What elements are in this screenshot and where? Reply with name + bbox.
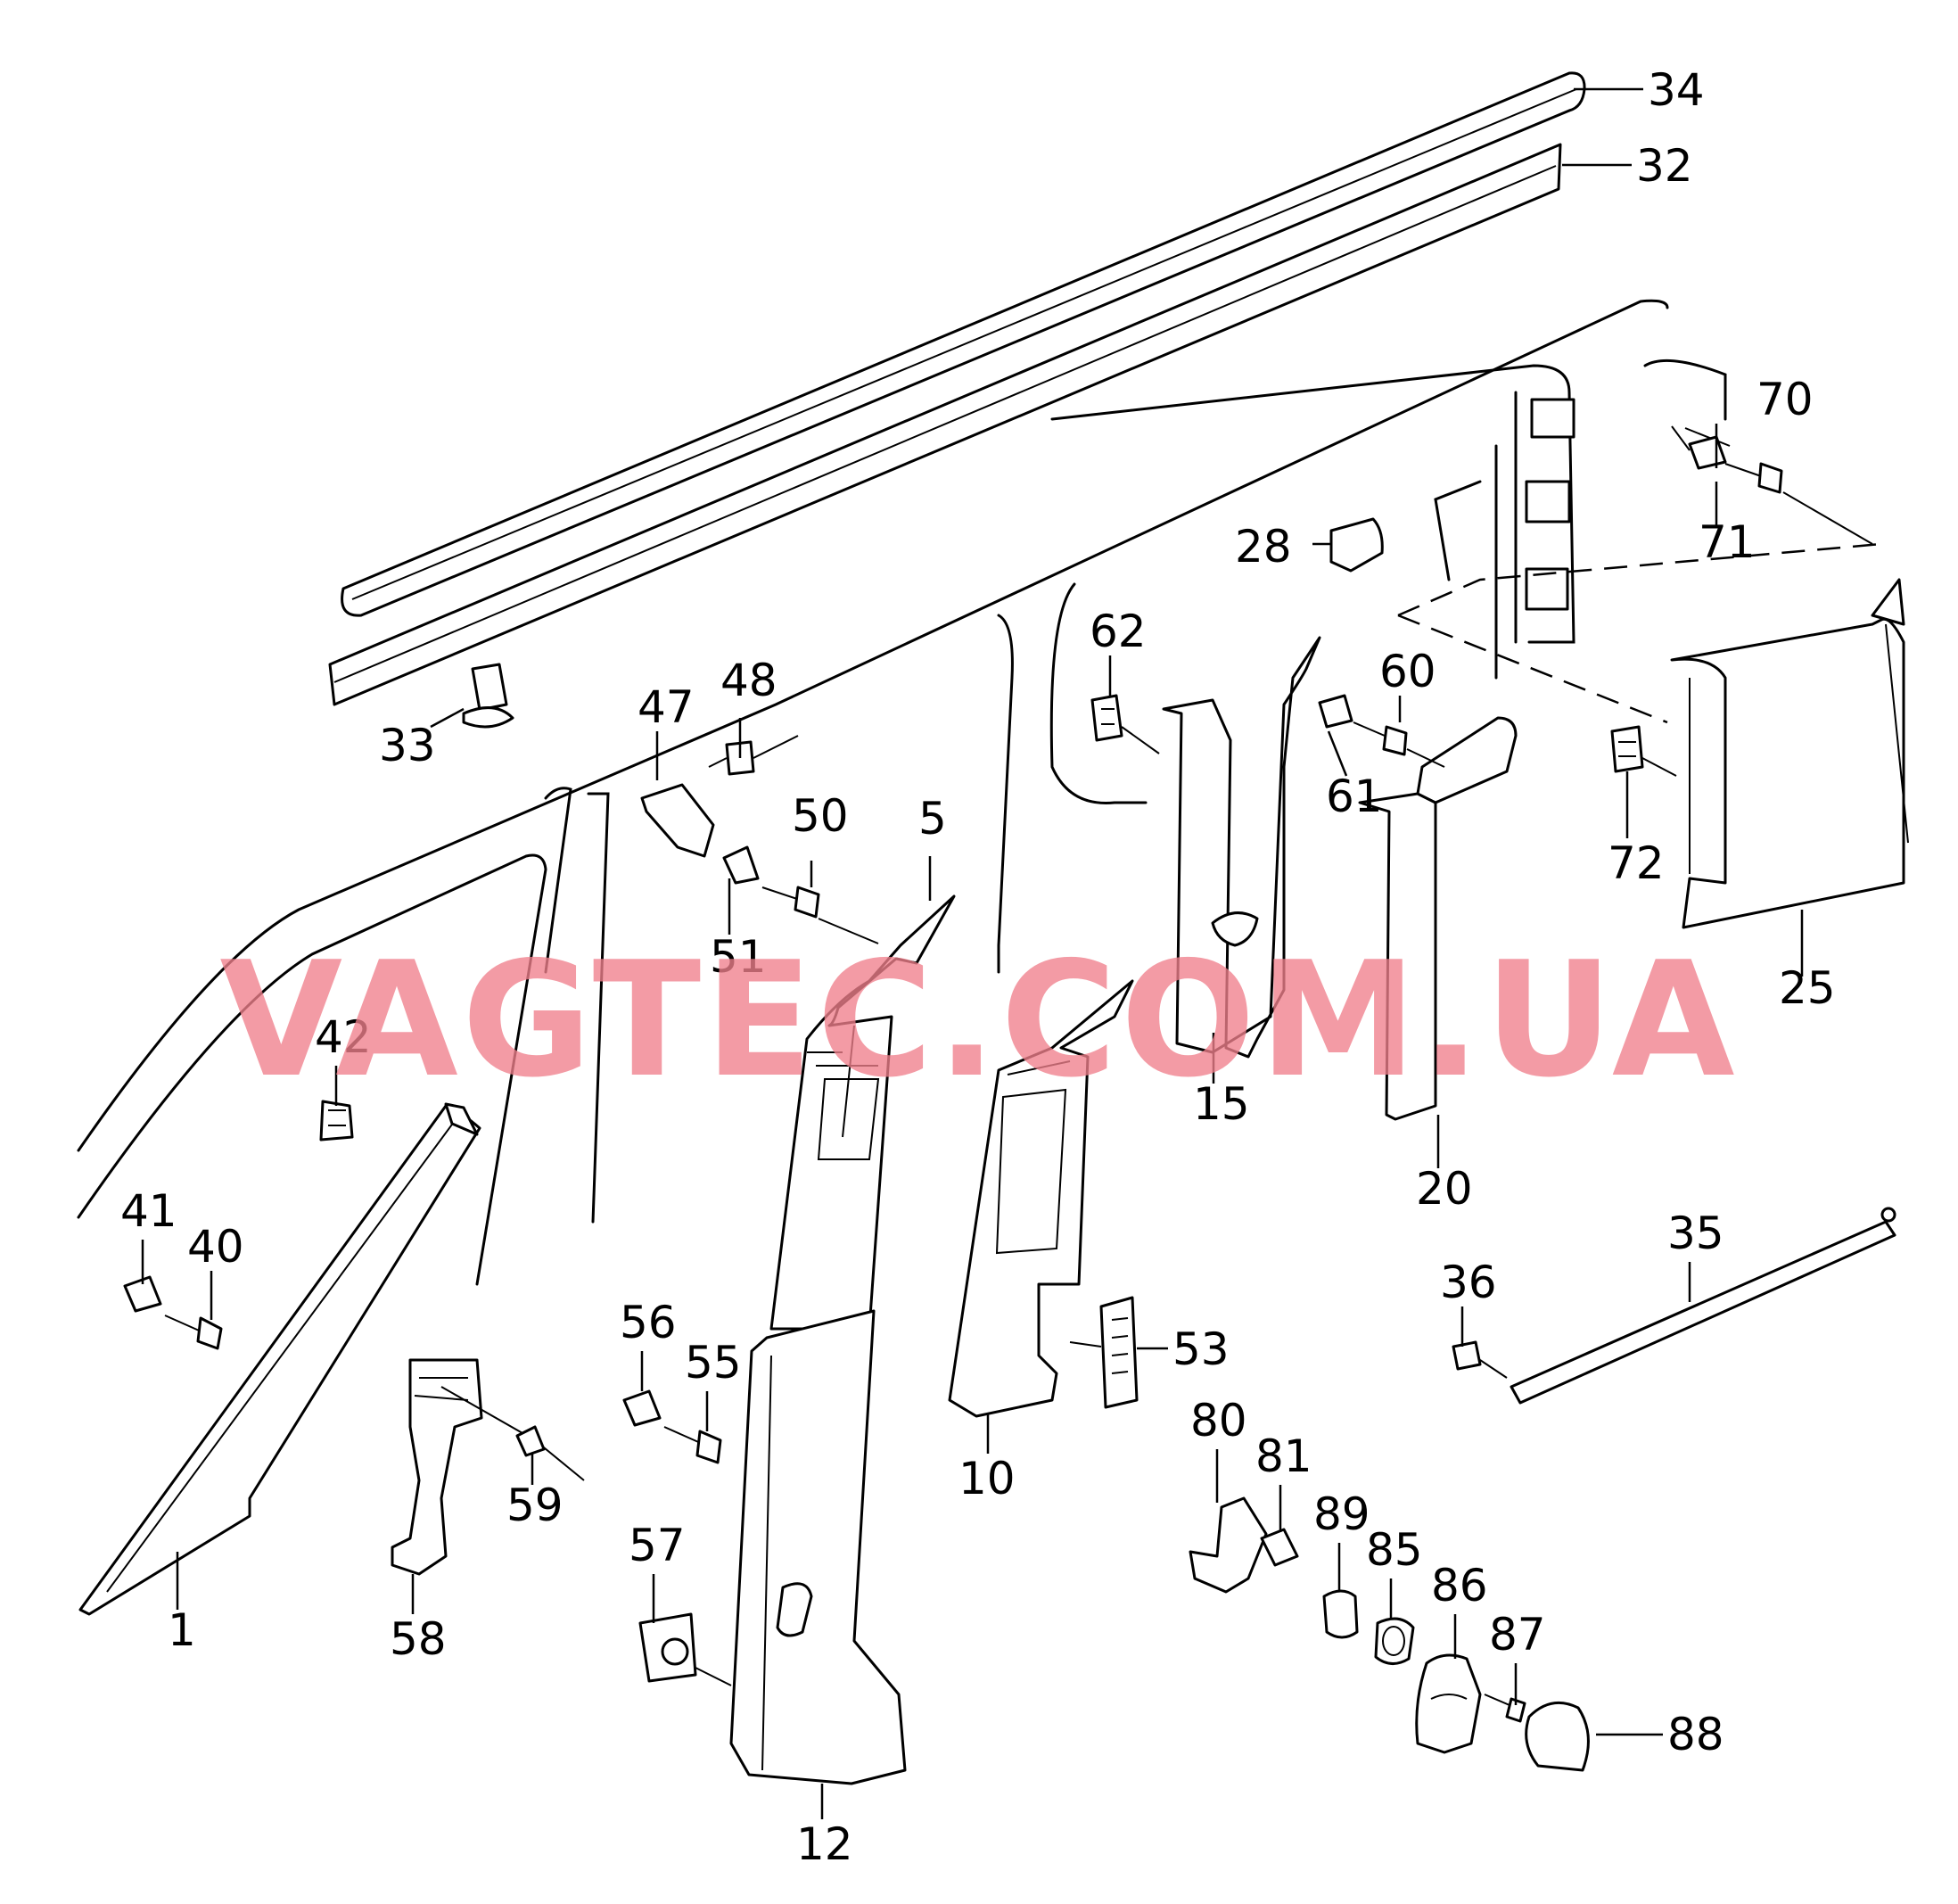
- callout-15: 15: [1193, 1078, 1250, 1130]
- b-pillar-trim-10: [948, 979, 1134, 1418]
- callout-55: 55: [685, 1337, 742, 1389]
- callout-85: 85: [1366, 1524, 1423, 1576]
- callout-56: 56: [620, 1297, 677, 1348]
- clip-33: [462, 663, 514, 729]
- leader-lines: [141, 87, 1804, 1819]
- roof-trim-strip-32: [328, 143, 1562, 706]
- clip-72: [1610, 725, 1677, 777]
- callout-51: 51: [710, 931, 767, 983]
- a-pillar-trim-1: [78, 1102, 481, 1616]
- callout-53: 53: [1172, 1323, 1230, 1375]
- callout-1: 1: [168, 1604, 196, 1656]
- callout-32: 32: [1636, 140, 1693, 192]
- callout-41: 41: [120, 1185, 177, 1237]
- expanding-rivet-59: [440, 1386, 585, 1481]
- callout-88: 88: [1667, 1709, 1724, 1760]
- bracket-47: [640, 783, 715, 858]
- callout-70: 70: [1756, 374, 1814, 425]
- callout-71: 71: [1699, 516, 1756, 568]
- callout-72: 72: [1608, 837, 1665, 889]
- spreader-nut-56: [622, 1389, 662, 1427]
- handle-insert-53: [1069, 1296, 1139, 1409]
- callout-12: 12: [796, 1818, 853, 1870]
- d-pillar-trim-20: [1358, 716, 1518, 1121]
- callout-33: 33: [379, 720, 436, 771]
- callout-25: 25: [1779, 962, 1836, 1014]
- rear-side-trim-25: [1670, 578, 1909, 929]
- bracket-58: [391, 1358, 483, 1576]
- clip-42: [319, 1100, 354, 1142]
- strap-35: [1510, 1207, 1896, 1405]
- roof-seal-strip-34: [341, 71, 1586, 617]
- callout-87: 87: [1489, 1609, 1546, 1661]
- screw-55: [663, 1426, 722, 1464]
- body-outline: [77, 299, 1882, 1286]
- bush-89: [1322, 1589, 1359, 1639]
- callout-62: 62: [1090, 606, 1147, 657]
- handle-bracket-80: [1189, 1496, 1268, 1594]
- callout-42: 42: [315, 1011, 372, 1063]
- callout-50: 50: [792, 790, 849, 842]
- callout-81: 81: [1255, 1430, 1312, 1482]
- lamp-cover-28: [1329, 517, 1384, 573]
- screw-36: [1452, 1340, 1508, 1379]
- screw-70: [1724, 462, 1873, 545]
- callout-86: 86: [1431, 1560, 1488, 1611]
- retainer-57: [638, 1612, 732, 1686]
- screw-81: [1260, 1528, 1299, 1567]
- bush-85: [1374, 1617, 1415, 1665]
- callout-28: 28: [1235, 521, 1292, 573]
- callout-89: 89: [1313, 1488, 1370, 1540]
- spreader-nut-61: [1318, 694, 1353, 729]
- callout-80: 80: [1190, 1395, 1247, 1447]
- callout-10: 10: [958, 1453, 1016, 1504]
- callout-58: 58: [390, 1613, 447, 1665]
- callout-5: 5: [918, 793, 947, 845]
- rivet-48: [708, 735, 799, 776]
- screw-50: [761, 886, 879, 944]
- c-pillar-trim-15: [1162, 636, 1321, 1059]
- callout-59: 59: [506, 1480, 564, 1531]
- callout-57: 57: [629, 1520, 686, 1571]
- handle-mount-86: [1415, 1653, 1482, 1754]
- cap-88: [1525, 1701, 1590, 1772]
- callout-40: 40: [187, 1221, 244, 1273]
- screw-87: [1484, 1694, 1526, 1723]
- callout-20: 20: [1416, 1163, 1473, 1215]
- callout-60: 60: [1379, 646, 1436, 697]
- spreader-nut-51: [722, 845, 760, 885]
- callout-48: 48: [720, 655, 777, 706]
- callout-61: 61: [1326, 771, 1383, 822]
- screw-60: [1353, 721, 1445, 768]
- callout-36: 36: [1440, 1257, 1497, 1308]
- clip-62: [1090, 694, 1160, 754]
- callout-35: 35: [1667, 1208, 1724, 1259]
- b-pillar-lower-trim-12: [729, 1309, 907, 1785]
- spreader-nut-41: [123, 1275, 162, 1313]
- callouts: 34 32 33 47 48 50 51 5 62 60 61 28 70 71…: [120, 64, 1836, 1870]
- b-pillar-upper-trim-5: [769, 894, 956, 1331]
- callout-34: 34: [1648, 64, 1705, 116]
- callout-47: 47: [638, 681, 695, 733]
- screw-40: [164, 1315, 223, 1350]
